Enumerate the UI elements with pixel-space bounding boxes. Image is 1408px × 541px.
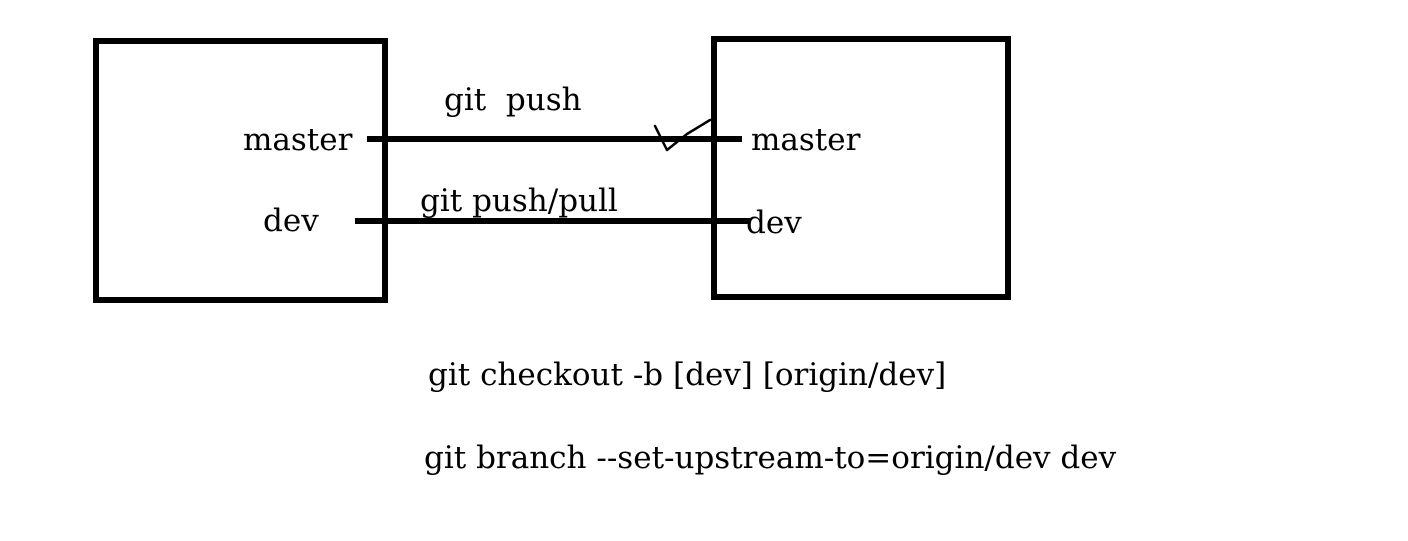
master-link-label: git push bbox=[444, 82, 582, 118]
remote-dev-label: dev bbox=[746, 205, 802, 241]
local-repo-box bbox=[93, 38, 388, 303]
command-set-upstream: git branch --set-upstream-to=origin/dev … bbox=[424, 440, 1117, 476]
remote-master-label: master bbox=[751, 122, 861, 158]
local-master-label: master bbox=[243, 122, 353, 158]
command-checkout: git checkout -b [dev] [origin/dev] bbox=[428, 357, 946, 393]
check-mark-icon bbox=[653, 118, 712, 152]
local-dev-label: dev bbox=[263, 203, 319, 239]
dev-link-label: git push/pull bbox=[420, 183, 618, 219]
remote-repo-box bbox=[711, 36, 1011, 300]
